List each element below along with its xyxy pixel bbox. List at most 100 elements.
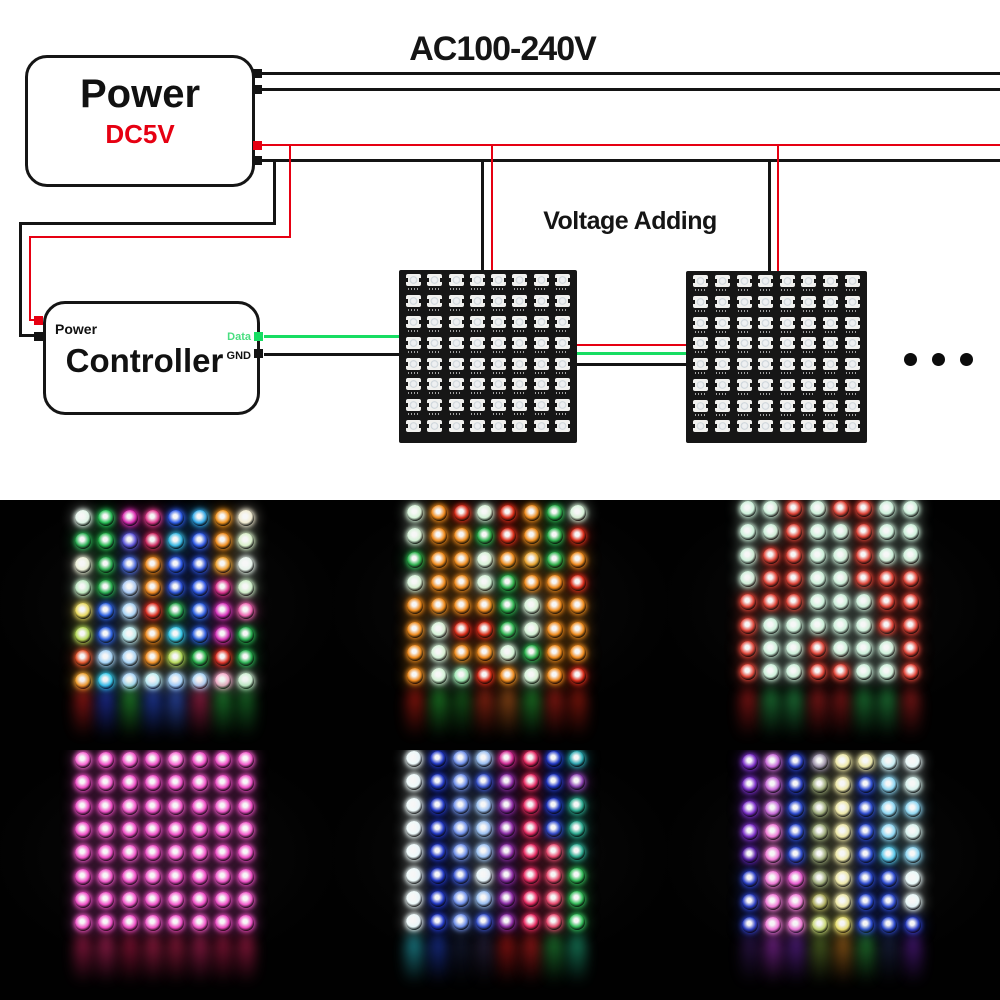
smd-led-chip <box>800 378 817 391</box>
lit-led <box>429 867 446 884</box>
lit-led <box>214 798 231 815</box>
pcb-silkscreen-mark <box>556 413 569 416</box>
pcb-silkscreen-mark <box>492 288 505 290</box>
floor-reflection <box>213 934 232 992</box>
smd-led-chip <box>822 399 839 412</box>
lit-led <box>569 914 586 931</box>
pcb-silkscreen-mark <box>535 329 548 332</box>
pcb-silkscreen-mark <box>556 329 569 332</box>
pcb-silkscreen-mark <box>492 350 505 353</box>
floor-reflection <box>74 934 92 992</box>
lit-led <box>214 579 231 596</box>
smd-led-chip <box>735 358 752 370</box>
smd-led-chip <box>843 399 860 412</box>
floor-reflection <box>167 934 186 992</box>
smd-led-chip <box>447 420 464 433</box>
lit-led <box>121 510 138 526</box>
lit-led <box>569 890 586 907</box>
lit-led <box>879 664 896 681</box>
smd-led-chip <box>800 275 817 287</box>
smd-led-chip <box>778 378 795 391</box>
smd-led-chip <box>426 420 443 433</box>
lit-led <box>522 914 539 931</box>
power-title: Power <box>79 72 201 116</box>
pcb-silkscreen-mark <box>535 392 548 395</box>
pcb-silkscreen-mark <box>535 288 548 290</box>
lit-led <box>809 570 826 587</box>
lit-led <box>75 752 91 768</box>
lit-led <box>547 598 564 615</box>
lit-led <box>879 524 896 541</box>
pcb-silkscreen-mark <box>694 392 707 395</box>
lit-led <box>569 867 586 884</box>
floor-reflection <box>167 688 186 746</box>
floor-reflection <box>761 688 780 746</box>
lit-led <box>238 626 255 643</box>
smd-led-chip <box>713 275 730 287</box>
lit-led <box>499 797 516 814</box>
lit-led <box>834 754 851 770</box>
pcb-silkscreen-mark <box>513 392 526 395</box>
pcb-silkscreen-mark <box>556 392 569 395</box>
smd-led-chip <box>426 357 443 370</box>
pcb-silkscreen-mark <box>716 351 729 354</box>
floor-reflection <box>738 688 757 746</box>
smd-led-chip <box>692 316 709 329</box>
lit-led <box>788 870 805 887</box>
lit-led <box>500 574 517 591</box>
smd-led-chip <box>490 378 507 391</box>
pcb-silkscreen-mark <box>513 350 526 353</box>
lit-led <box>75 891 91 908</box>
smd-led-chip <box>800 399 817 412</box>
pcb-silkscreen-mark <box>846 289 859 291</box>
pcb-silkscreen-mark <box>781 309 794 312</box>
lit-led <box>98 915 115 932</box>
led-photo-tile-purple-pastel <box>666 750 1000 1000</box>
pcb-silkscreen-mark <box>450 413 463 416</box>
floor-reflection <box>476 688 495 746</box>
pcb-silkscreen-mark <box>407 329 420 332</box>
lit-led <box>809 640 826 657</box>
lit-led <box>191 673 208 690</box>
lit-led <box>476 751 493 767</box>
smd-led-chip <box>735 295 752 308</box>
lit-led <box>856 547 873 564</box>
floor-reflection <box>143 688 162 746</box>
lit-led <box>477 528 494 545</box>
lit-led <box>144 556 161 573</box>
smd-led-chip <box>553 294 570 307</box>
wire-power-to-controller-red <box>29 236 31 321</box>
lit-led <box>811 823 828 840</box>
lit-led <box>788 823 805 840</box>
pcb-silkscreen-mark <box>450 371 463 374</box>
lit-led <box>832 524 849 541</box>
led-photo-tile-all-pink <box>0 750 334 1000</box>
smd-led-chip <box>778 420 795 433</box>
lit-led <box>811 800 828 817</box>
lit-led <box>238 510 255 526</box>
lit-led <box>500 668 517 685</box>
lit-led <box>144 868 161 885</box>
lit-led <box>741 893 758 910</box>
pcb-silkscreen-mark <box>428 392 441 395</box>
lit-led <box>98 798 115 815</box>
lit-led <box>858 917 875 934</box>
lit-led <box>168 673 185 690</box>
lit-led <box>499 914 516 931</box>
smd-led-chip <box>735 337 752 350</box>
smd-led-chip <box>468 399 485 412</box>
smd-led-chip <box>692 399 709 412</box>
wire-power-to-controller-red <box>29 236 291 238</box>
lit-led <box>407 621 424 638</box>
pcb-silkscreen-mark <box>738 330 751 333</box>
lit-led <box>452 820 469 837</box>
lit-led <box>191 752 208 768</box>
smd-led-chip <box>447 336 464 349</box>
lit-led <box>98 626 115 643</box>
lit-led <box>570 528 587 545</box>
lit-led <box>98 891 115 908</box>
lit-led <box>832 617 849 634</box>
smd-led-chip <box>713 295 730 308</box>
lit-led <box>191 556 208 573</box>
lit-led <box>477 551 494 568</box>
